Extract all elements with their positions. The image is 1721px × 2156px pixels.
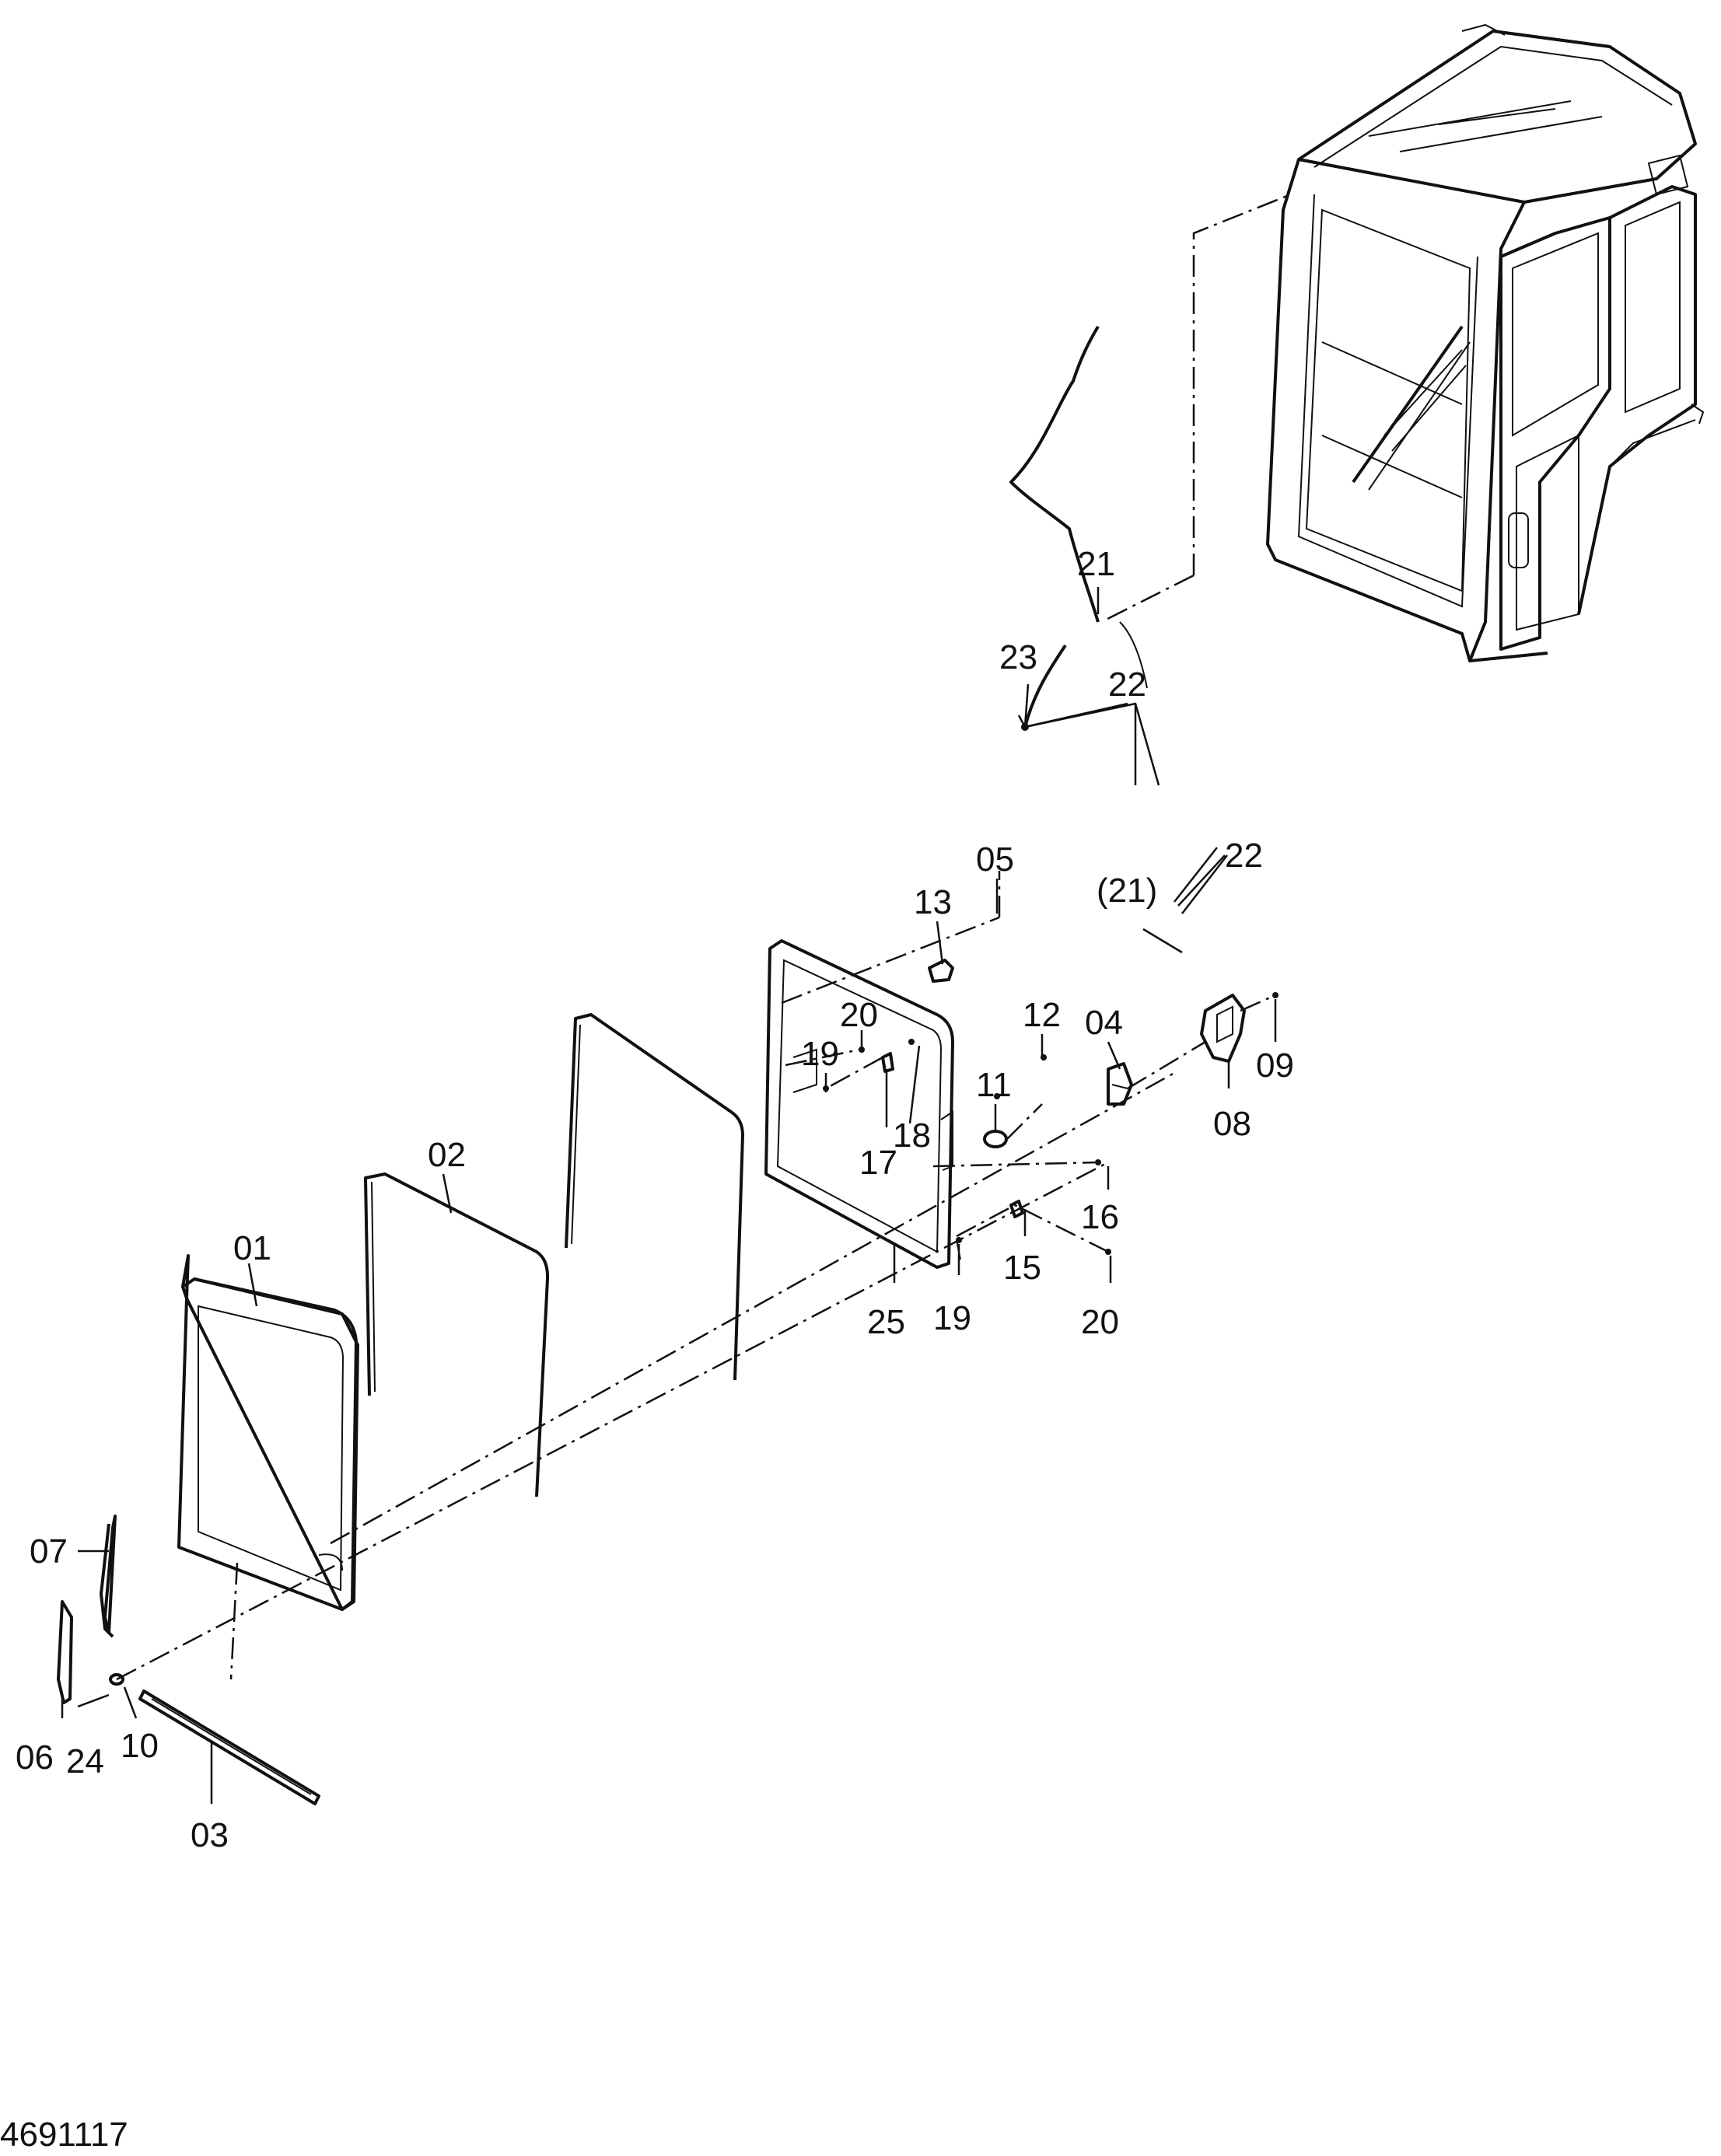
door-frame-25 <box>764 939 954 1269</box>
callout-22a: 22 <box>1108 666 1146 704</box>
callout-20a: 20 <box>840 996 878 1034</box>
callout-23: 23 <box>999 638 1037 676</box>
glass-01 <box>177 1254 359 1611</box>
callout-16: 16 <box>1081 1198 1119 1236</box>
cab-assembly <box>1266 23 1705 662</box>
callout-labels: 01 02 03 04 05 06 07 08 09 10 11 12 13 1… <box>16 545 1294 1854</box>
seal-02 <box>364 1172 550 1497</box>
latch-04 <box>1107 1062 1133 1106</box>
dashed-leader-lines <box>116 871 1276 1681</box>
callout-22b: 22 <box>1225 837 1263 875</box>
callout-06: 06 <box>16 1738 54 1777</box>
callout-21-ref: (21) <box>1097 872 1157 910</box>
callout-07: 07 <box>30 1532 68 1571</box>
callout-12: 12 <box>1023 996 1061 1034</box>
callout-08: 08 <box>1213 1105 1251 1143</box>
callout-18: 18 <box>893 1116 931 1155</box>
dash-cab-harness <box>1192 193 1292 575</box>
callout-19b: 19 <box>933 1299 971 1337</box>
callout-15: 15 <box>1003 1249 1041 1287</box>
callout-24: 24 <box>66 1742 104 1780</box>
leader-lines <box>61 587 1277 1804</box>
callout-21: 21 <box>1077 545 1115 583</box>
part-11 <box>983 1130 1008 1148</box>
callout-09: 09 <box>1256 1047 1294 1085</box>
rail-03 <box>138 1690 320 1805</box>
callout-02: 02 <box>428 1136 466 1174</box>
callout-17: 17 <box>859 1144 897 1182</box>
callout-03: 03 <box>191 1816 229 1854</box>
handle-08 <box>1200 994 1246 1063</box>
reference-number: 4691117 <box>0 2116 128 2154</box>
callout-01: 01 <box>233 1229 271 1267</box>
callout-19a: 19 <box>801 1035 839 1073</box>
seal-upper <box>565 1013 744 1381</box>
callout-20b: 20 <box>1081 1303 1119 1341</box>
callout-25: 25 <box>867 1303 905 1341</box>
callout-13: 13 <box>914 883 952 921</box>
part-13 <box>928 959 954 983</box>
callout-04: 04 <box>1085 1004 1123 1042</box>
part-06 <box>57 1600 73 1704</box>
part-07 <box>100 1515 117 1638</box>
callout-05: 05 <box>976 840 1014 879</box>
callout-10: 10 <box>121 1727 159 1765</box>
callout-11: 11 <box>976 1066 1012 1104</box>
part-10 <box>109 1673 124 1686</box>
